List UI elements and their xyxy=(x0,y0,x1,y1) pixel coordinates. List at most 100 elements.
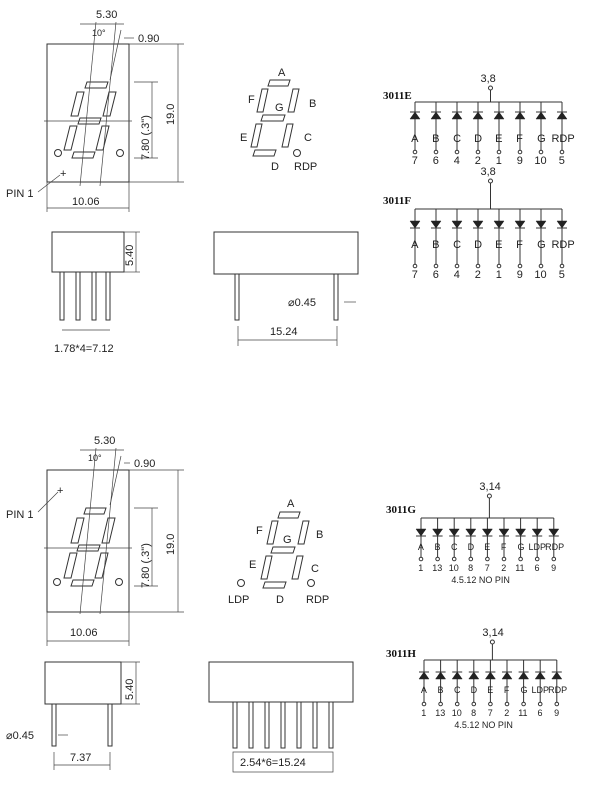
schematic-3011g-pin-node xyxy=(534,556,540,562)
schematic-3011h-segment-label: C xyxy=(454,685,461,695)
schematic-3011f-common-pins: 3,8 xyxy=(481,166,496,178)
seg2-f xyxy=(266,520,279,545)
schematic-3011f-pin-number: 9 xyxy=(517,269,523,281)
seg-b xyxy=(287,88,300,113)
schematic-3011h-diode-icon xyxy=(451,671,463,680)
schematic-3011h-segment-label: D xyxy=(471,685,478,695)
dim-pin-pitch: 1.78*4=7.12 xyxy=(54,343,114,355)
ldp-dot-2 xyxy=(53,578,61,586)
seg-c xyxy=(281,123,294,148)
schematic-3011f-pin-number: 5 xyxy=(559,269,565,281)
ldp-dot xyxy=(54,149,62,157)
schematic-3011e-diode-icon xyxy=(451,111,463,120)
schematic-3011f-pin-node xyxy=(538,263,544,269)
schematic-3011g-segment-label: C xyxy=(451,542,458,552)
label2-d: D xyxy=(276,594,284,606)
dim-side-height: 5.40 xyxy=(124,245,136,266)
schematic-3011h-diode-icon xyxy=(501,671,513,680)
schematic-3011e-pin-number: 4 xyxy=(454,155,460,167)
schematic-3011f-segment-label: B xyxy=(432,239,439,251)
seg-rdp xyxy=(293,149,301,157)
schematic-3011h-diode-icon xyxy=(551,671,563,680)
schematic-3011f-segment-label: F xyxy=(516,239,523,251)
dim-digit-height: 7.80 (.3") xyxy=(140,115,152,160)
label-f: F xyxy=(248,94,255,106)
segment-a-2 xyxy=(83,507,107,515)
front-view-2: 5.30 10° 0.90 7.80 (.3") 19.0 10.06 + PI… xyxy=(6,435,184,646)
dim-width-top: 5.30 xyxy=(96,9,117,21)
label-d: D xyxy=(271,161,279,173)
schematic-3011e-pin-number: 9 xyxy=(517,155,523,167)
dim-angle: 10° xyxy=(92,28,106,38)
end2-pin-4 xyxy=(280,701,286,749)
schematic-3011h-pin-number: 6 xyxy=(538,708,543,718)
schematic-3011g-segment-label: B xyxy=(434,542,440,552)
end-view-2: 2.54*6=15.24 xyxy=(208,661,354,773)
schematic-3011f-pin-node xyxy=(559,263,565,269)
end-view-1: 15.24 ⌀0.45 xyxy=(213,231,359,346)
schematic-3011h-pin-number: 1 xyxy=(421,708,426,718)
segment-c xyxy=(95,125,110,151)
schematic-3011g-pin-node xyxy=(485,556,490,562)
side-pin-1 xyxy=(59,271,65,321)
schematic-3011g-model: 3011G xyxy=(386,504,416,516)
slant-line-2 xyxy=(99,21,117,187)
schematics-group: 3011E3,8A7B6C4D2E1F9G10RDP53011F3,8A7B6C… xyxy=(383,73,575,730)
schematic-3011f-diode-icon xyxy=(409,220,421,229)
schematic-3011g-common-pins: 3,14 xyxy=(479,481,500,493)
label-a: A xyxy=(278,67,286,79)
schematic-3011g-segment-label: LDP xyxy=(529,542,547,552)
dim-segment-width-2: 0.90 xyxy=(134,458,155,470)
schematic-3011h-pin-number: 7 xyxy=(488,708,493,718)
schematic-3011e-segment-label: F xyxy=(516,133,523,145)
schematic-3011e-diode-icon xyxy=(535,111,547,120)
schematic-3011h-pin-node xyxy=(438,701,443,707)
schematic-3011f-segment-label: A xyxy=(411,239,419,251)
seg2-e xyxy=(260,555,273,580)
schematic-3011g-pin-number: 10 xyxy=(449,563,459,573)
segment-e xyxy=(63,125,78,151)
schematic-3011h-pin-node xyxy=(454,701,460,707)
schematic-3011e-pin-node xyxy=(538,149,544,155)
label-rdp: RDP xyxy=(294,161,317,173)
schematic-3011e-diode-icon xyxy=(430,111,442,120)
rdp-dot-2 xyxy=(115,578,123,586)
schematic-3011h-note: 4.5.12 NO PIN xyxy=(454,720,513,730)
schematic-3011g-common-node xyxy=(486,493,492,499)
schematic-3011h-segment-label: RDP xyxy=(548,685,567,695)
schematic-3011f-pin-number: 1 xyxy=(496,269,502,281)
segment-d xyxy=(71,151,96,159)
schematic-3011g-pin-node xyxy=(468,556,474,562)
schematic-3011g-diode-icon xyxy=(415,528,427,537)
side-pin-3 xyxy=(91,271,97,321)
dim-digit-height-2: 7.80 (.3") xyxy=(140,543,152,588)
schematic-3011h-diode-icon xyxy=(418,671,430,680)
schematic-3011e-pin-node xyxy=(475,149,481,155)
end2-pin-2 xyxy=(248,701,254,749)
end-pin-right xyxy=(333,273,339,321)
dim-side-height-2: 5.40 xyxy=(124,679,136,700)
dim-side-width-2: 7.37 xyxy=(70,752,91,764)
side-body-2 xyxy=(44,661,122,705)
seg2-c xyxy=(291,555,304,580)
schematic-3011g-diode-icon xyxy=(448,528,460,537)
schematic-3011f-segment-label: G xyxy=(537,239,546,251)
front-view-1: 5.30 10° 0.90 7.80 (.3") 19.0 10.06 + PI… xyxy=(6,9,184,212)
dim-angle-2: 10° xyxy=(88,453,102,463)
schematic-3011h-diode-icon xyxy=(468,671,480,680)
schematic-3011e-common-node xyxy=(488,85,493,91)
schematic-3011h-diode-icon xyxy=(518,671,530,680)
dim-pin-diameter-2: ⌀0.45 xyxy=(6,730,34,742)
schematic-3011e-segment-label: A xyxy=(411,133,419,145)
slant-line-2b xyxy=(99,447,117,615)
label2-g: G xyxy=(283,534,292,546)
schematic-3011f-segment-label: D xyxy=(474,239,482,251)
segment-d-2 xyxy=(70,579,95,587)
label2-b: B xyxy=(316,529,323,541)
pin1-marker: + xyxy=(60,168,66,180)
seg-d xyxy=(252,149,277,157)
seg2-g xyxy=(270,546,296,554)
schematic-3011e-segment-label: D xyxy=(474,133,482,145)
schematic-3011f-segment-label: RDP xyxy=(551,239,574,251)
seg2-ldp xyxy=(237,579,245,587)
